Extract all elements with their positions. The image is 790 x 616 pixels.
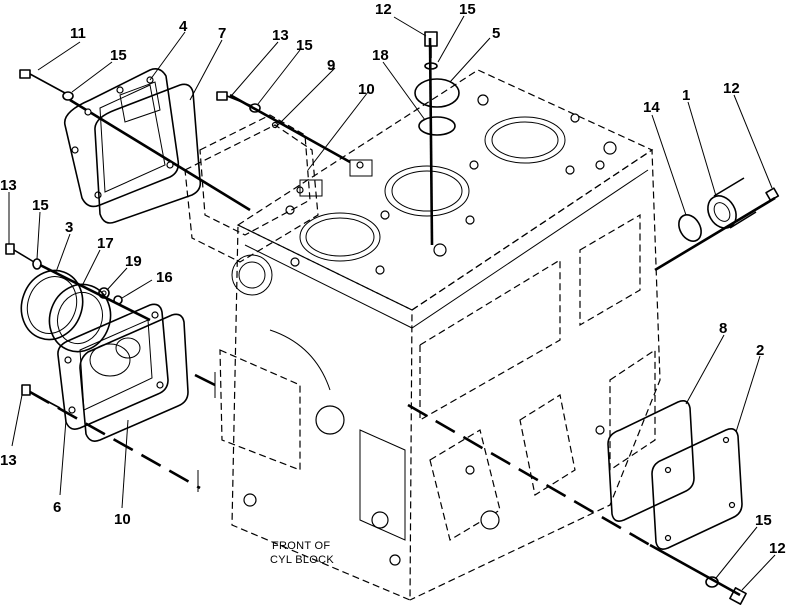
cover-3	[20, 269, 84, 341]
callout-label: 12	[723, 80, 740, 97]
gasket-10-lower	[79, 313, 189, 442]
front-of-block-caption: FRONT OF CYL BLOCK	[270, 540, 334, 566]
callout-label: 1	[682, 87, 690, 104]
cover-6	[57, 303, 169, 430]
callout-label: 12	[769, 540, 786, 557]
plug-12-top	[424, 31, 438, 58]
callout-label: 15	[459, 1, 476, 18]
callout-label: 9	[327, 57, 335, 74]
callout-label: 7	[218, 25, 226, 42]
callout-label: 11	[70, 25, 86, 42]
washer-15-b	[249, 103, 261, 113]
callout-label: 8	[719, 320, 727, 337]
bolt-13-b	[5, 243, 35, 263]
callout-label: 10	[358, 81, 375, 98]
plug-1	[707, 177, 757, 229]
callout-label: 6	[53, 499, 61, 516]
callout-label: 5	[492, 25, 500, 42]
callout-labels: 11 15 4 7 13 15 9 10 12 15 5 18 14 1 12 …	[0, 1, 786, 557]
plate-9	[199, 114, 311, 236]
washer-19	[98, 287, 110, 299]
gasket-17	[48, 283, 112, 353]
cylinder-block	[219, 69, 661, 601]
cover-2	[651, 428, 743, 550]
callout-label: 3	[65, 219, 73, 236]
callout-label: 15	[296, 37, 313, 54]
leader-lines	[8, 15, 776, 591]
bolt-13-a	[216, 91, 253, 107]
seal-14	[678, 214, 702, 242]
callout-label: 14	[643, 99, 660, 116]
bolt-12-right	[765, 187, 780, 202]
callout-label: 17	[97, 235, 114, 252]
bolt-13-c	[21, 384, 61, 409]
washer-15-d	[32, 258, 42, 270]
callout-label: 2	[756, 342, 764, 359]
callout-label: 10	[114, 511, 131, 528]
callout-label: 15	[32, 197, 49, 214]
washer-15-c	[424, 62, 438, 70]
cover-5	[414, 78, 460, 108]
gasket-8	[607, 400, 695, 522]
gasket-7	[94, 83, 202, 224]
bolt-11	[19, 69, 66, 94]
callout-label: 12	[375, 1, 392, 18]
callout-label: 13	[272, 27, 289, 44]
caption-line-2: CYL BLOCK	[270, 554, 334, 566]
washer-15-e	[705, 576, 719, 588]
callout-label: 15	[110, 47, 127, 64]
washer-15-a	[62, 91, 74, 101]
callout-label: 4	[179, 18, 188, 35]
callout-label: 13	[0, 452, 17, 469]
assembly-lines	[29, 37, 776, 597]
callout-label: 13	[0, 177, 17, 194]
plug-16	[113, 295, 123, 305]
caption-line-1: FRONT OF	[272, 540, 330, 552]
bolt-12-bottom	[729, 587, 747, 605]
callout-label: 16	[156, 269, 173, 286]
gasket-10-upper	[184, 124, 319, 263]
callout-label: 15	[755, 512, 772, 529]
callout-label: 19	[125, 253, 142, 270]
seal-ring-18	[418, 116, 456, 136]
cover-plate-4	[63, 68, 180, 208]
callout-label: 18	[372, 47, 389, 64]
